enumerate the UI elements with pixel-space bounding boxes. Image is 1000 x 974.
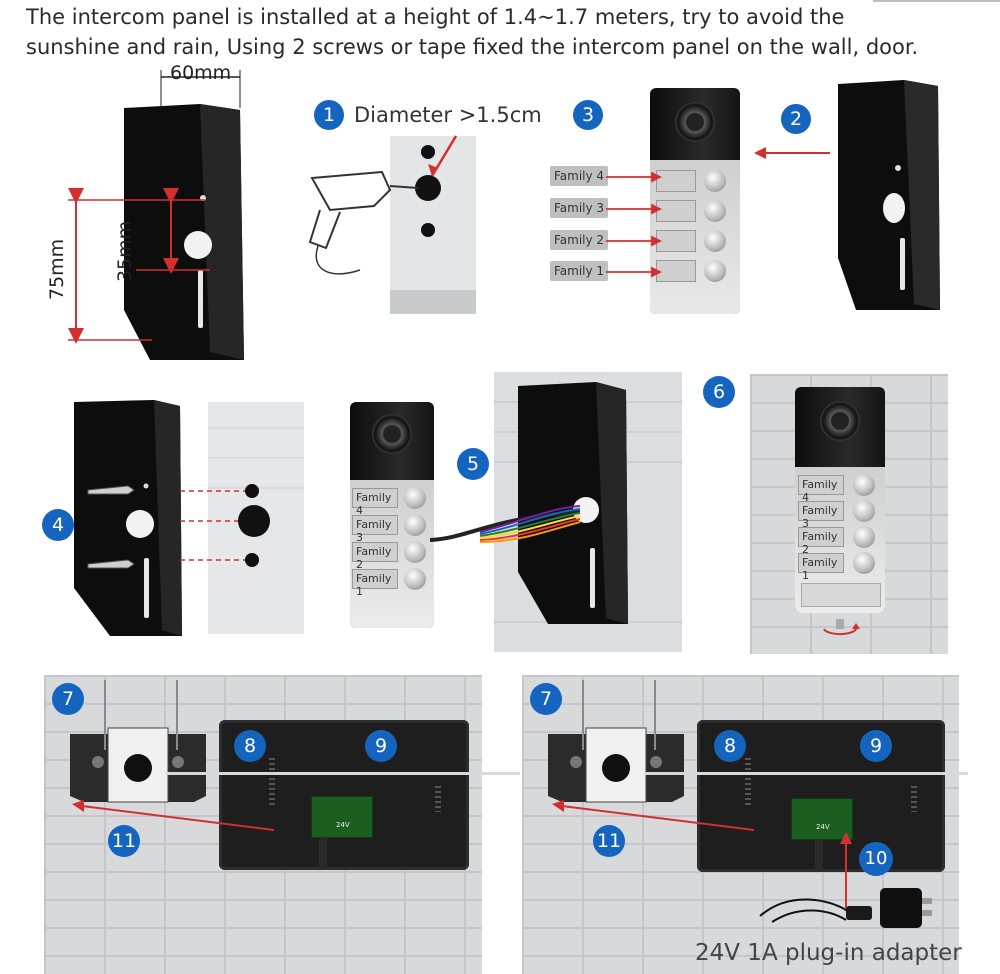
arrow-10-up bbox=[840, 832, 852, 908]
step-8-badge-left: 8 bbox=[234, 730, 266, 762]
top-divider bbox=[873, 0, 1000, 2]
rotate-screw-icon bbox=[823, 619, 860, 636]
camera-lens-icon bbox=[675, 102, 715, 142]
panel-slot-2: Family 2 bbox=[352, 542, 398, 571]
panel-slot-3: Family 3 bbox=[352, 515, 398, 544]
call-button-4 bbox=[404, 487, 426, 509]
call-button-2 bbox=[404, 541, 426, 563]
family-arrows bbox=[606, 171, 662, 278]
step-1-badge: 1 bbox=[314, 100, 344, 130]
call-button-2 bbox=[853, 526, 875, 548]
step-11-badge-left: 11 bbox=[108, 825, 140, 857]
step-6-badge: 6 bbox=[703, 376, 735, 408]
panel-slot-2: Family 2 bbox=[798, 527, 844, 556]
intercom-panel-step4: Family 4 Family 3 Family 2 Family 1 bbox=[350, 402, 434, 628]
family-2-tag: Family 2 bbox=[550, 230, 609, 250]
panel-slot-4: Family 4 bbox=[352, 488, 398, 517]
terminal-board-right: 24V bbox=[791, 798, 853, 840]
housing-dimension-figure bbox=[40, 60, 260, 370]
power-adapter-figure bbox=[750, 880, 950, 942]
intro-text: The intercom panel is installed at a hei… bbox=[26, 5, 919, 59]
arrow-11-left bbox=[72, 800, 275, 831]
monitor-right: 24V bbox=[697, 720, 945, 872]
step-10-badge: 10 bbox=[859, 842, 893, 876]
family-4-tag: Family 4 bbox=[550, 166, 609, 186]
mounting-screw-2 bbox=[176, 680, 178, 750]
step-11-badge-right: 11 bbox=[593, 825, 625, 857]
drill-wall-figure bbox=[290, 130, 490, 320]
step-5-badge: 5 bbox=[457, 448, 489, 480]
camera-lens-icon bbox=[820, 401, 860, 441]
call-button-1 bbox=[853, 552, 875, 574]
wall-bracket-left bbox=[68, 726, 208, 810]
wiring-figure bbox=[429, 372, 682, 652]
terminal-board-left: 24V bbox=[311, 796, 373, 838]
step-4-badge: 4 bbox=[42, 509, 74, 541]
step-2-badge: 2 bbox=[781, 104, 811, 134]
step-9-badge-right: 9 bbox=[860, 730, 892, 762]
step-9-badge-left: 9 bbox=[365, 730, 397, 762]
width-dimension-label: 60mm bbox=[170, 62, 232, 84]
screw-mount-figure bbox=[70, 398, 310, 638]
wall-bracket-right bbox=[546, 726, 686, 810]
panel-slot-1: Family 1 bbox=[798, 553, 844, 582]
call-button-3 bbox=[404, 514, 426, 536]
call-button-1 bbox=[704, 260, 726, 282]
total-height-label: 75mm bbox=[46, 238, 68, 300]
mounting-screw-1 bbox=[104, 680, 106, 750]
call-button-2 bbox=[704, 230, 726, 252]
call-button-3 bbox=[853, 500, 875, 522]
panel-slot-3: Family 3 bbox=[798, 501, 844, 530]
family-3-tag: Family 3 bbox=[550, 198, 609, 218]
mounting-rail-line-left bbox=[166, 772, 520, 775]
step-7-badge-right: 7 bbox=[530, 683, 562, 715]
mounting-rail-line-right bbox=[644, 772, 968, 775]
call-button-4 bbox=[704, 170, 726, 192]
camera-lens-icon bbox=[372, 414, 412, 454]
rain-cover-figure bbox=[830, 78, 942, 314]
call-button-4 bbox=[853, 474, 875, 496]
arrow-11-right bbox=[552, 800, 755, 831]
diameter-label: Diameter >1.5cm bbox=[354, 103, 542, 127]
step-7-badge-left: 7 bbox=[52, 683, 84, 715]
panel-slot-1: Family 1 bbox=[352, 569, 398, 598]
step-3-badge: 3 bbox=[573, 100, 603, 130]
call-button-1 bbox=[404, 568, 426, 590]
intercom-panel-step6: Family 4 Family 3 Family 2 Family 1 bbox=[795, 387, 885, 613]
step-8-badge-right: 8 bbox=[714, 730, 746, 762]
call-button-3 bbox=[704, 200, 726, 222]
panel-slot-4: Family 4 bbox=[798, 475, 844, 504]
mounting-screw-4 bbox=[654, 680, 656, 750]
mounting-screw-3 bbox=[582, 680, 584, 750]
adapter-caption: 24V 1A plug-in adapter bbox=[695, 940, 962, 966]
intercom-panel-front bbox=[650, 88, 740, 314]
step-2-arrow bbox=[754, 147, 830, 159]
family-1-tag: Family 1 bbox=[550, 261, 609, 281]
hole-height-label: 35mm bbox=[114, 220, 136, 282]
drill-icon bbox=[300, 170, 301, 171]
